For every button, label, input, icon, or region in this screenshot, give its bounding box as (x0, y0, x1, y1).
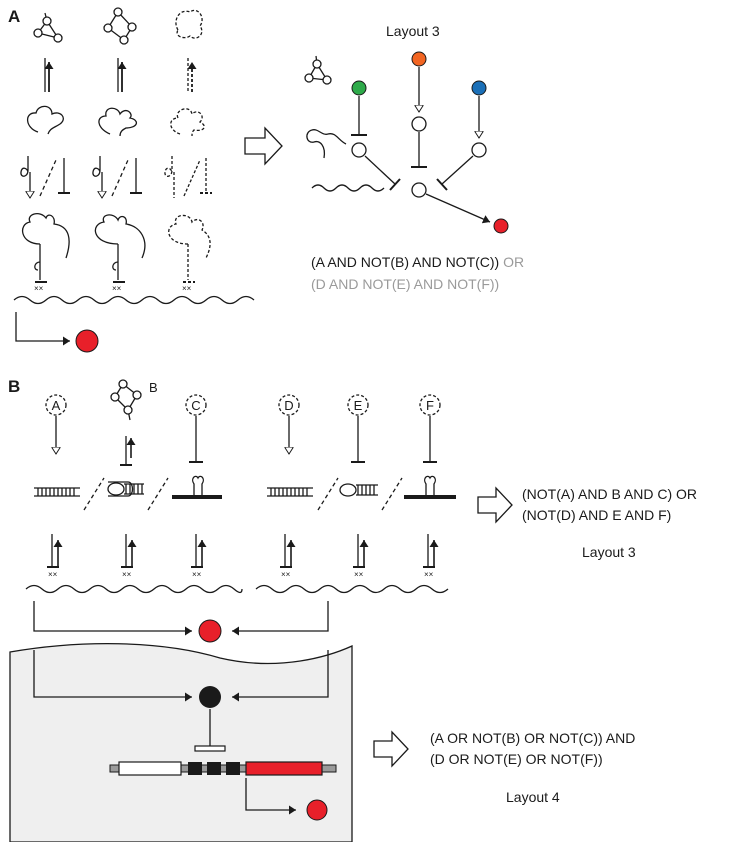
hollow-arrow-icon (477, 486, 513, 524)
layout-title-b1: Layout 3 (582, 544, 636, 560)
input-c: C (185, 394, 207, 416)
svg-text:××: ×× (182, 284, 192, 293)
separator-dashed (83, 477, 105, 511)
svg-text:××: ×× (354, 570, 364, 579)
layout-title-a: Layout 3 (386, 23, 440, 39)
aptamer-dashed-icon (170, 108, 205, 137)
hairpin-icon (339, 483, 378, 497)
layout-title-b2: Layout 4 (506, 789, 560, 805)
repression-edge (194, 709, 226, 752)
svg-text:××: ×× (48, 570, 58, 579)
separator-dashed (381, 477, 403, 511)
input-f: F (419, 394, 441, 416)
input-a: A (45, 394, 67, 416)
svg-text:A: A (52, 398, 61, 413)
riboswitch-dashed-icon: ×× (168, 214, 211, 293)
mrna-wave-right (255, 584, 449, 594)
terminator-hairpin-icon (404, 475, 456, 499)
svg-text:B: B (149, 380, 158, 395)
separator-dashed (317, 477, 339, 511)
regulation-switch-icon (92, 156, 142, 198)
hollow-arrow-icon (373, 730, 409, 768)
expression-arrow (15, 312, 70, 346)
aptamer-structure-icon (26, 105, 64, 135)
binding-arrow-icon (117, 58, 127, 92)
input-node-orange (411, 51, 427, 67)
operator-site (207, 762, 221, 775)
input-b-molecule: B (110, 379, 158, 421)
input-node-green (351, 80, 367, 96)
terminator-hairpin-icon (172, 475, 222, 499)
output-protein-red (75, 329, 99, 353)
reporter-gene (245, 761, 323, 776)
operator-site (226, 762, 240, 775)
cell-compartment (9, 642, 353, 842)
svg-text:E: E (354, 398, 363, 413)
svg-text:××: ×× (281, 570, 291, 579)
binding-arrow-icon (44, 58, 54, 92)
separator-dashed (147, 477, 169, 511)
intermediate-node (351, 142, 367, 158)
svg-text:××: ×× (122, 570, 132, 579)
riboswitch-icon: ×× (21, 212, 70, 293)
output-protein-red (198, 619, 222, 643)
small-molecule-icon (304, 55, 332, 85)
output-protein-red (306, 799, 328, 821)
svg-text:××: ×× (192, 570, 202, 579)
small-molecule-icon (33, 12, 63, 43)
aptamer-structure-icon (306, 129, 347, 159)
mrna-binding-sites: ×× ×× ×× ×× ×× ×× (47, 534, 439, 579)
panel-a-left-columns: ×× ×× (13, 7, 255, 346)
panel-label-b: B (8, 377, 20, 396)
intermediate-node (411, 116, 427, 132)
promoter-region (118, 761, 182, 776)
regulation-switch-dashed-icon (164, 156, 212, 198)
svg-text:××: ×× (424, 570, 434, 579)
output-arrows-top (33, 601, 329, 636)
intermediate-node (411, 182, 427, 198)
dna-construct (109, 761, 337, 776)
rna-duplex-icon (34, 487, 80, 497)
repressor-protein-black (199, 686, 221, 708)
expression-b1-line1: (NOT(A) AND B AND C) OR (522, 486, 697, 502)
hollow-arrow-icon (244, 126, 283, 166)
svg-text:××: ×× (112, 284, 122, 293)
mrna-wave (311, 184, 385, 192)
svg-text:C: C (191, 398, 200, 413)
intermediate-node (471, 142, 487, 158)
input-node-blue (471, 80, 487, 96)
rna-duplex-icon (267, 487, 313, 497)
layout3-network (304, 51, 491, 224)
aptamer-structure-icon (98, 107, 137, 137)
panel-label-a: A (8, 7, 20, 26)
small-molecule-icon (103, 7, 137, 45)
expression-a-line2: (D AND NOT(E) AND NOT(F)) (311, 276, 499, 292)
expression-a-line1: (A AND NOT(B) AND NOT(C)) OR (311, 254, 524, 270)
binding-arrow-dashed-icon (187, 58, 197, 92)
output-protein-red (493, 218, 509, 234)
mrna-wave-left (25, 584, 243, 594)
small-molecule-dashed-icon (175, 9, 203, 39)
riboswitch-icon: ×× (94, 214, 146, 293)
operator-site (188, 762, 202, 775)
input-d: D (278, 394, 300, 416)
svg-text:D: D (284, 398, 293, 413)
hairpin-icon (107, 481, 144, 497)
svg-text:××: ×× (34, 284, 44, 293)
mrna-wave (13, 295, 255, 305)
transcription-arrow (245, 778, 296, 815)
output-arrows-cell (33, 650, 329, 702)
svg-text:F: F (426, 398, 434, 413)
expression-b1-line2: (NOT(D) AND E AND F) (522, 507, 671, 523)
input-e: E (347, 394, 369, 416)
regulation-switch-icon (20, 156, 70, 198)
expression-b2-line1: (A OR NOT(B) OR NOT(C)) AND (430, 730, 635, 746)
input-edges (56, 416, 437, 466)
expression-b2-line2: (D OR NOT(E) OR NOT(F)) (430, 751, 603, 767)
